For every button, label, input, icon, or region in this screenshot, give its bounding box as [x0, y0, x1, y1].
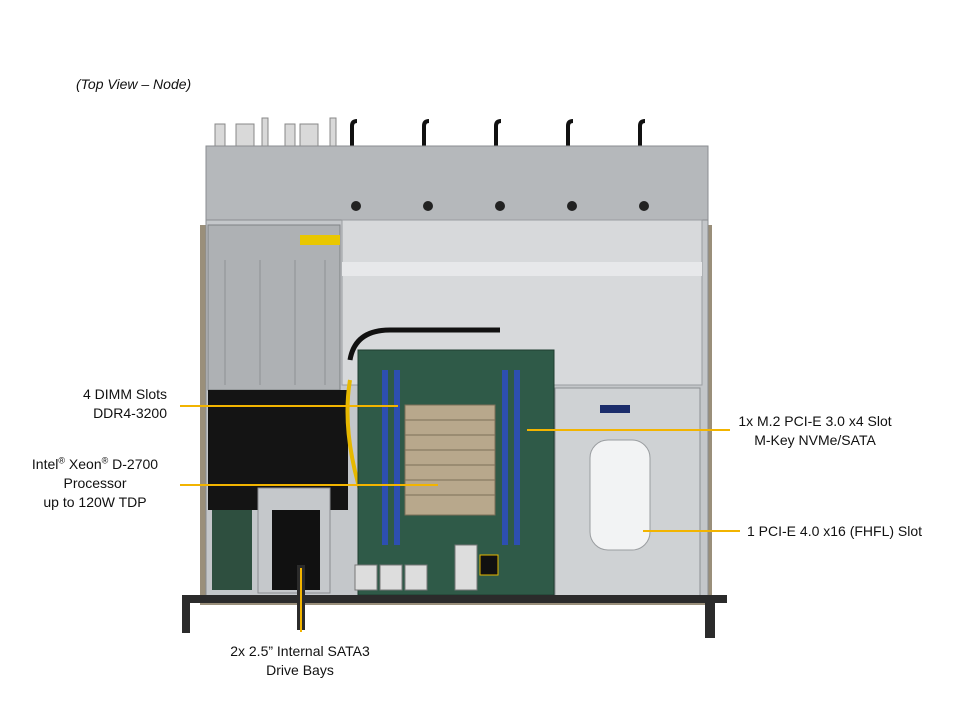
- m2-leader-line: [527, 429, 730, 431]
- rear-io-connectors: [214, 117, 646, 147]
- drives-label-line2: Drive Bays: [266, 662, 334, 678]
- m2-slot-label: 1x M.2 PCI-E 3.0 x4 Slot M-Key NVMe/SATA: [730, 412, 900, 450]
- dimm-leader-line: [180, 405, 398, 407]
- drives-leader-line: [300, 568, 302, 632]
- cpu-leader-line: [180, 484, 438, 486]
- dimm-label-line2: DDR4-3200: [93, 405, 167, 421]
- drive-bays-label: 2x 2.5” Internal SATA3 Drive Bays: [200, 642, 400, 680]
- processor-label-line2: Processor: [63, 475, 127, 491]
- view-caption: (Top View – Node): [76, 76, 192, 92]
- m2-label-line1: 1x M.2 PCI-E 3.0 x4 Slot: [738, 413, 892, 429]
- processor-label: Intel® Xeon® D-2700 Processor up to 120W…: [20, 455, 170, 512]
- pcie-slot-label: 1 PCI-E 4.0 x16 (FHFL) Slot: [747, 522, 952, 541]
- processor-label-line1: Intel® Xeon® D-2700: [31, 455, 159, 472]
- pcie-leader-line: [643, 530, 740, 532]
- dimm-slots-label: 4 DIMM Slots DDR4-3200: [40, 385, 167, 423]
- pcie-label-line1: 1 PCI-E 4.0 x16 (FHFL) Slot: [747, 523, 923, 539]
- dimm-label-line1: 4 DIMM Slots: [82, 386, 167, 402]
- m2-label-line2: M-Key NVMe/SATA: [754, 432, 876, 448]
- processor-label-line3: up to 120W TDP: [43, 494, 147, 510]
- drives-label-line1: 2x 2.5” Internal SATA3: [230, 643, 370, 659]
